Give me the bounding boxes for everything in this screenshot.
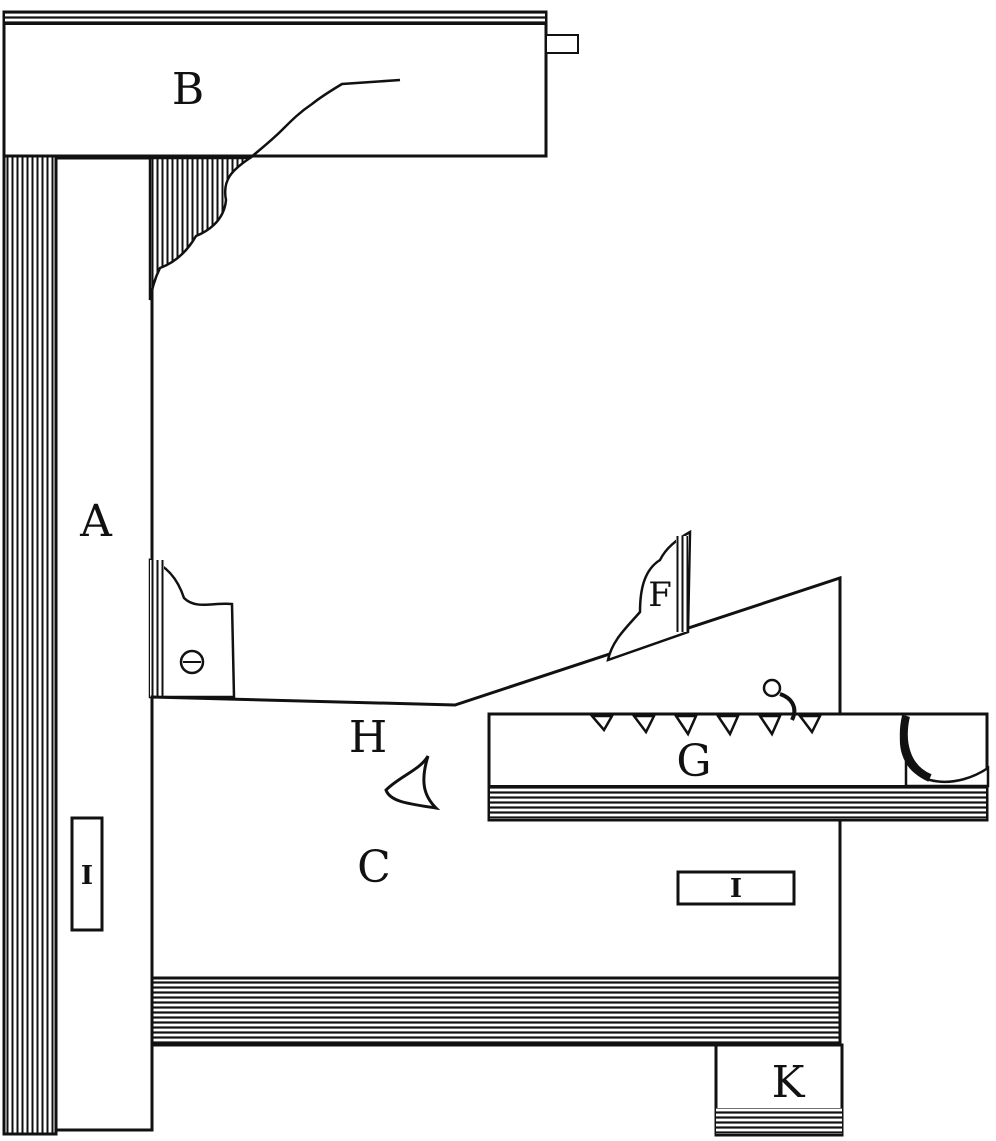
toothed-slide-g: [487, 678, 990, 822]
foot-k: [714, 1043, 844, 1137]
slot-i-right: [676, 870, 796, 906]
slot-i-left: [70, 816, 104, 932]
post-a: [2, 10, 154, 1136]
label-b: B: [172, 64, 204, 115]
small-bracket: [148, 558, 236, 699]
label-a: A: [79, 496, 113, 547]
hook-piece: [384, 755, 441, 811]
label-g: G: [676, 736, 711, 787]
label-h: H: [349, 712, 387, 763]
label-i-left: I: [81, 861, 93, 891]
beam-b: [2, 10, 579, 158]
part-f: [606, 529, 692, 662]
label-k: K: [772, 1057, 806, 1108]
label-i-right: I: [730, 874, 742, 904]
label-f: F: [648, 575, 672, 615]
beam-bracket: [148, 78, 401, 301]
label-c: C: [357, 842, 391, 893]
